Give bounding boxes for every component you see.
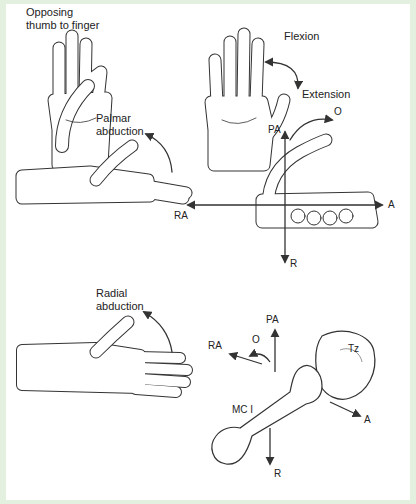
axis-label: O	[252, 334, 260, 346]
hand-axes	[262, 140, 372, 222]
hand-radial-abduction	[144, 312, 172, 352]
hand-axes	[188, 119, 382, 262]
hand-radial-abduction	[22, 348, 187, 392]
hand-opposition	[54, 36, 106, 165]
hand-palmar-abduction	[22, 134, 186, 198]
axis-label: A	[364, 414, 371, 426]
motion-label: Flexion	[284, 30, 319, 43]
hand-palmar-abduction	[96, 146, 132, 180]
motion-label: Extension	[302, 88, 350, 101]
bone-diagram	[230, 354, 262, 364]
hand-opposition	[62, 86, 88, 146]
hand-axes	[339, 209, 353, 223]
bone-diagram	[330, 402, 360, 416]
hand-radial-abduction	[96, 322, 128, 352]
bone-diagram	[269, 428, 270, 464]
hand-radial-abduction	[96, 322, 128, 352]
hand-axes	[291, 209, 305, 223]
hand-palmar-abduction	[96, 146, 132, 180]
motion-label: Radial abduction	[96, 287, 156, 312]
hand-opposition	[62, 86, 88, 146]
hand-axes	[262, 140, 372, 222]
hand-radial-abduction	[22, 312, 187, 392]
bone-label: MC I	[232, 404, 253, 416]
axis-label: O	[334, 106, 342, 118]
axis-label: RA	[174, 210, 188, 222]
hand-flexion	[211, 34, 284, 165]
bone-diagram	[250, 354, 270, 362]
axis-label: R	[290, 258, 297, 270]
hand-axes	[284, 132, 285, 262]
axis-label: PA	[266, 314, 279, 326]
axis-label: A	[388, 199, 395, 211]
axis-label: RA	[208, 340, 222, 352]
hand-opposition	[54, 36, 106, 165]
axis-label: PA	[268, 124, 281, 136]
hand-opposition	[66, 118, 96, 123]
hand-flexion	[222, 118, 256, 124]
panel-background	[6, 4, 410, 500]
bone-diagram	[274, 330, 275, 372]
motion-label: Palmar abduction	[96, 112, 156, 137]
hand-radial-abduction	[22, 348, 187, 392]
axis-label: R	[274, 468, 281, 480]
hand-axes	[323, 211, 337, 225]
hand-axes	[307, 211, 321, 225]
hand-opposition	[54, 36, 106, 165]
hand-axes	[290, 119, 332, 140]
bone-label: Tz	[348, 343, 359, 355]
hand-flexion	[211, 34, 284, 165]
bone-diagram	[212, 365, 322, 464]
bone-diagram	[316, 331, 375, 399]
hand-flexion	[266, 62, 298, 88]
hand-palmar-abduction	[146, 134, 172, 172]
bone-diagram	[212, 330, 375, 464]
caption-text: Opposing thumb to finger	[26, 6, 106, 31]
